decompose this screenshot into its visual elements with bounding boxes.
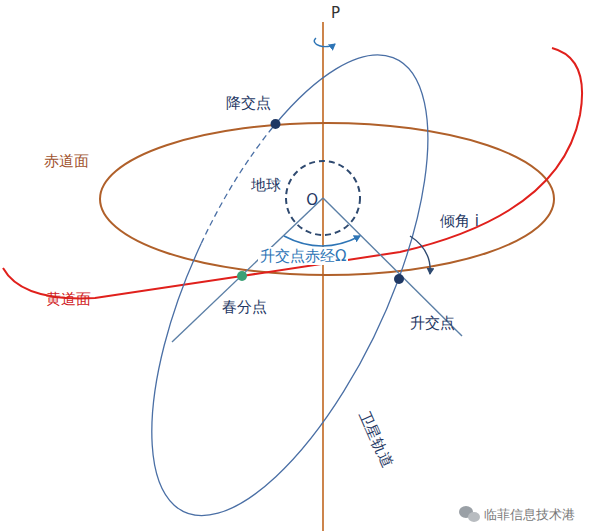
orbit-label: 卫星轨道	[356, 408, 397, 470]
descending-node-dot	[271, 119, 281, 129]
equinox-line	[172, 198, 323, 342]
center-label: O	[306, 191, 318, 209]
watermark: 临菲信息技术港	[484, 506, 575, 524]
rotation-axis	[322, 22, 324, 531]
angle-label: 升交点赤经Ω	[258, 247, 348, 265]
inclination-arc	[410, 236, 430, 274]
rotation-arrow	[314, 38, 335, 47]
ascending-node-dot	[394, 274, 404, 284]
axis-label: P	[331, 4, 340, 22]
node-label: 升交点	[410, 314, 455, 332]
angle-label: 倾角 i	[440, 212, 479, 230]
plane-label: 赤道面	[44, 152, 89, 170]
ecliptic-curve	[3, 48, 582, 298]
plane-label: 黄道面	[46, 290, 91, 308]
watermark-icon	[459, 506, 480, 522]
point-label: 春分点	[222, 298, 267, 316]
earth-label: 地球	[251, 176, 281, 194]
earth-circle: 地球O	[284, 159, 362, 237]
equator-ellipse	[100, 123, 554, 275]
orbit-ellipse	[152, 55, 428, 516]
equinox-dot	[237, 271, 247, 281]
node-label: 降交点	[226, 94, 271, 112]
earth-outline	[284, 159, 362, 237]
raan-arc	[284, 236, 360, 246]
